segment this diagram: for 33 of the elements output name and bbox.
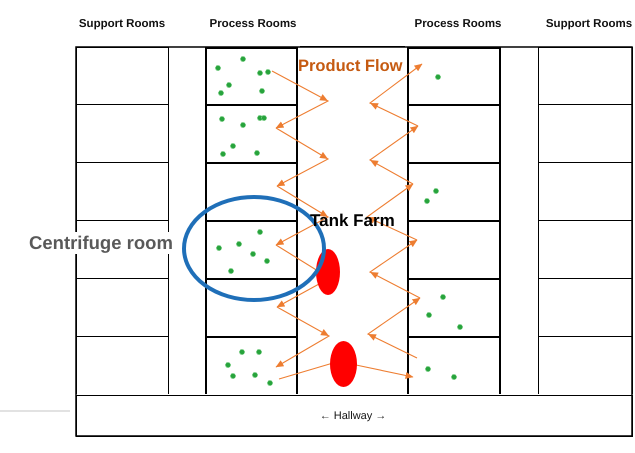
hallway <box>76 395 633 437</box>
flow-arrow <box>276 128 330 186</box>
flow-arrow <box>276 186 330 246</box>
room <box>205 162 298 220</box>
column-heading: Process Rooms <box>414 17 502 31</box>
flow-arrow <box>356 364 414 379</box>
room <box>538 278 633 336</box>
room <box>76 104 169 162</box>
room <box>538 220 633 278</box>
column-heading: Process Rooms <box>210 17 296 31</box>
flow-arrow <box>272 70 330 128</box>
room-label: Centrifuge room <box>29 232 173 254</box>
room <box>538 104 633 162</box>
room <box>76 336 169 394</box>
flow-arrow <box>366 298 420 358</box>
flow-arrow <box>368 240 420 298</box>
room <box>538 336 633 394</box>
room <box>76 162 169 220</box>
flow-arrow <box>366 184 418 240</box>
column-heading: Support Rooms <box>546 17 632 31</box>
column-heading: Support Rooms <box>78 17 166 31</box>
flow-arrow <box>368 64 422 126</box>
room <box>76 278 169 336</box>
flow-arrow <box>276 284 320 308</box>
room <box>538 162 633 220</box>
room <box>205 278 298 336</box>
flow-arrow <box>276 306 330 368</box>
room <box>407 220 501 278</box>
flow-arrow <box>368 126 418 184</box>
hallway-label: ← Hallway → <box>320 410 386 422</box>
room <box>407 104 501 162</box>
flow-label: Product Flow <box>298 56 402 76</box>
room <box>407 47 501 104</box>
